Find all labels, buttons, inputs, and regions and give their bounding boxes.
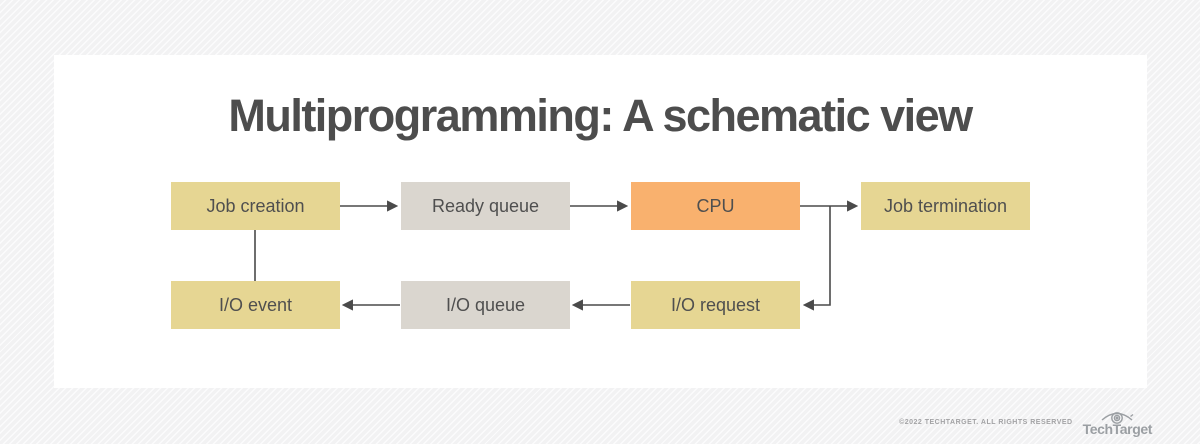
techtarget-logo: TechTarget	[1083, 408, 1152, 436]
node-ready-queue: Ready queue	[401, 182, 570, 230]
copyright-text: ©2022 TECHTARGET. ALL RIGHTS RESERVED	[899, 418, 1073, 426]
techtarget-eye-icon	[1101, 412, 1134, 424]
node-label: CPU	[696, 195, 735, 216]
footer: ©2022 TECHTARGET. ALL RIGHTS RESERVED Te…	[899, 408, 1152, 436]
node-label: I/O request	[670, 294, 761, 315]
diagram-title: Multiprogramming: A schematic view	[228, 90, 973, 141]
node-job-creation: Job creation	[171, 182, 340, 230]
node-label: I/O queue	[445, 294, 526, 315]
node-io-request: I/O request	[631, 281, 800, 329]
node-label: Job termination	[883, 195, 1008, 216]
node-cpu: CPU	[631, 182, 800, 230]
node-label: Job creation	[206, 195, 305, 216]
node-io-queue: I/O queue	[401, 281, 570, 329]
node-job-termination: Job termination	[861, 182, 1030, 230]
node-label: I/O event	[218, 294, 293, 315]
node-io-event: I/O event	[171, 281, 340, 329]
brand-name: TechTarget	[1082, 421, 1153, 437]
node-label: Ready queue	[431, 195, 540, 216]
